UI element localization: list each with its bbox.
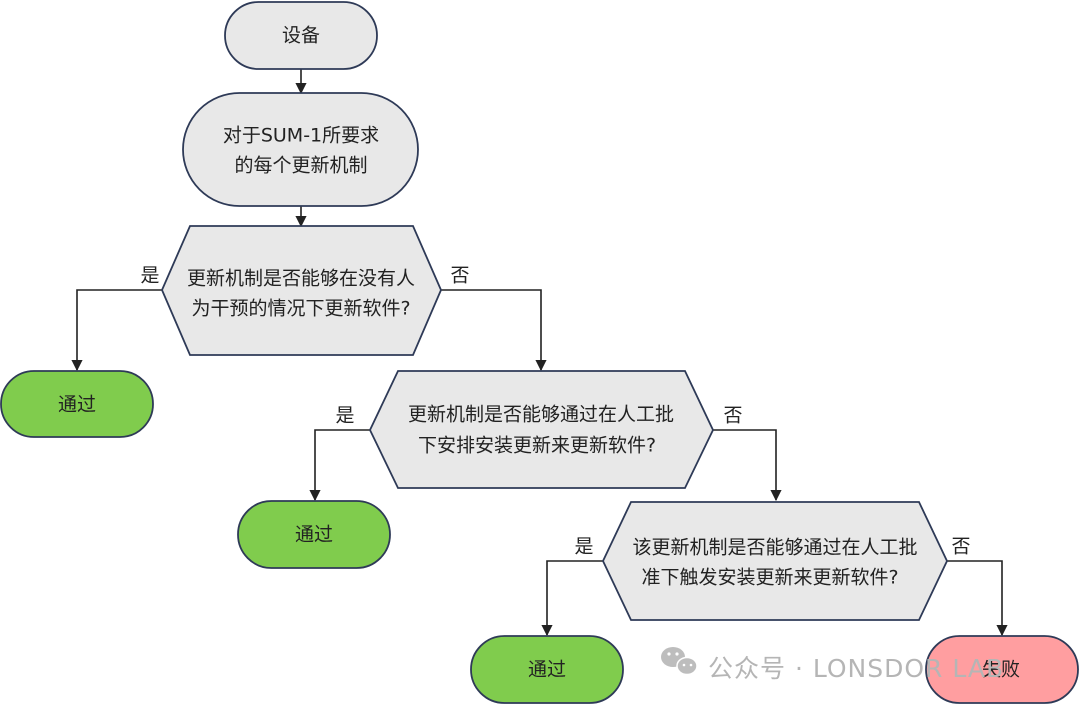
decision-2-line1: 更新机制是否能够通过在人工批 (408, 404, 674, 426)
loop-label-line2: 的每个更新机制 (234, 155, 367, 177)
decision-3-no-label: 否 (951, 536, 970, 558)
wechat-icon (661, 647, 698, 676)
connectors (71, 69, 1008, 637)
loop-node: 对于SUM-1所要求 的每个更新机制 (182, 92, 419, 207)
pass-label-1: 通过 (58, 394, 96, 416)
pass-node-1: 通过 (0, 370, 154, 438)
pass-node-3: 通过 (470, 635, 624, 704)
decision-1-line1: 更新机制是否能够在没有人 (187, 268, 415, 290)
edge-decision2-yes (309, 429, 370, 502)
watermark: 公众号 · LONSDOR LAB (661, 647, 1004, 683)
decision-1-no-label: 否 (450, 265, 469, 287)
decision-3: 该更新机制是否能够通过在人工批 准下触发安装更新来更新软件? (602, 501, 948, 621)
edge-decision1-no (441, 289, 547, 372)
decision-2: 更新机制是否能够通过在人工批 下安排安装更新来更新软件? (369, 370, 714, 489)
decision-1-line2: 为干预的情况下更新软件? (191, 298, 410, 320)
pass-label-2: 通过 (295, 524, 333, 546)
edge-decision1-yes (71, 289, 162, 372)
decision-3-yes-label: 是 (574, 536, 593, 558)
edge-decision3-no (947, 560, 1008, 637)
start-label: 设备 (282, 25, 320, 47)
loop-label-line1: 对于SUM-1所要求 (223, 125, 379, 147)
decision-2-yes-label: 是 (335, 405, 354, 427)
watermark-text: 公众号 · LONSDOR LAB (708, 654, 1004, 683)
fail-label: 失败 (982, 659, 1020, 681)
start-node: 设备 (224, 1, 378, 70)
fail-node: 失败 (925, 635, 1079, 704)
decision-3-line2: 准下触发安装更新来更新软件? (641, 567, 898, 589)
pass-node-2: 通过 (237, 500, 391, 569)
decision-1-yes-label: 是 (140, 265, 159, 287)
edge-decision3-yes (541, 560, 603, 637)
decision-2-line2: 下安排安装更新来更新软件? (418, 435, 656, 457)
pass-label-3: 通过 (528, 659, 566, 681)
edge-decision2-no (713, 429, 782, 502)
decision-3-line1: 该更新机制是否能够通过在人工批 (632, 537, 917, 559)
decision-1: 更新机制是否能够在没有人 为干预的情况下更新软件? (161, 225, 442, 356)
decision-2-no-label: 否 (723, 405, 742, 427)
edge-labels: 是 否 是 否 是 否 (140, 265, 970, 558)
